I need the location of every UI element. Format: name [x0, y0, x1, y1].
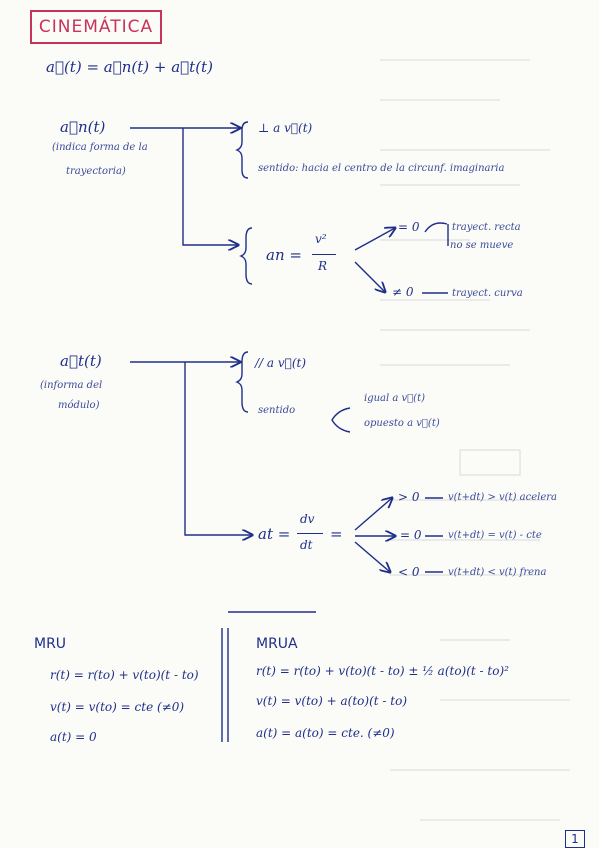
mrua-line-2: v(t) = v(to) + a(to)(t - to): [256, 694, 408, 708]
normal-perpendicular: ⊥ a v⃗(t): [258, 121, 313, 135]
normal-formula-den: R: [318, 259, 328, 273]
normal-case-zero-r2: no se mueve: [450, 240, 514, 251]
tangent-formula-num: dv: [300, 512, 315, 526]
tangent-sentido-1: igual a v⃗(t): [364, 393, 425, 404]
normal-case-zero-r1: trayect. recta: [452, 222, 521, 233]
fraction-bar: [312, 254, 336, 255]
normal-case-nonzero: ≠ 0: [392, 285, 414, 299]
tangent-case-1-r: v(t+dt) > v(t) acelera: [448, 492, 557, 503]
tangent-case-2-r: v(t+dt) = v(t) - cte: [448, 530, 542, 541]
mrua-heading: MRUA: [256, 636, 298, 652]
page-number: 1: [565, 830, 585, 848]
tangent-sentido: sentido: [258, 405, 296, 416]
tangent-case-3: < 0: [398, 565, 420, 579]
tangent-formula-den: dt: [300, 538, 313, 552]
normal-accel-symbol: a⃗n(t): [60, 118, 106, 136]
normal-formula-lhs: an =: [266, 246, 302, 264]
tangent-case-3-r: v(t+dt) < v(t) frena: [448, 567, 547, 578]
page-title: CINEMÁTICA: [30, 10, 162, 44]
mru-line-3: a(t) = 0: [50, 730, 97, 744]
tangent-note-1: (informa del: [40, 380, 103, 391]
tangent-sentido-2: opuesto a v⃗(t): [364, 418, 440, 429]
normal-formula-num: v²: [315, 232, 327, 246]
normal-case-nonzero-r: trayect. curva: [452, 288, 523, 299]
normal-sentido: sentido: hacia el centro de la circunf. …: [258, 163, 505, 174]
tangent-formula-lhs: at =: [258, 525, 291, 543]
fraction-bar: [297, 533, 323, 534]
normal-note-2: trayectoria): [66, 166, 126, 177]
main-equation: a⃗(t) = a⃗n(t) + a⃗t(t): [46, 58, 213, 76]
mrua-line-3: a(t) = a(to) = cte. (≠0): [256, 726, 395, 740]
mru-line-1: r(t) = r(to) + v(to)(t - to): [50, 668, 199, 682]
mru-heading: MRU: [34, 636, 67, 652]
mrua-line-1: r(t) = r(to) + v(to)(t - to) ± ½ a(to)(t…: [256, 664, 509, 678]
normal-case-zero: = 0: [398, 220, 420, 234]
tangent-accel-symbol: a⃗t(t): [60, 352, 102, 370]
normal-note-1: (indica forma de la: [52, 142, 148, 153]
tangent-case-1: > 0: [398, 490, 420, 504]
tangent-parallel: // a v⃗(t): [255, 356, 307, 370]
mru-line-2: v(t) = v(to) = cte (≠0): [50, 700, 185, 714]
tangent-case-2: = 0: [400, 528, 422, 542]
tangent-note-2: módulo): [58, 400, 100, 411]
tangent-formula-eq: =: [330, 525, 343, 543]
